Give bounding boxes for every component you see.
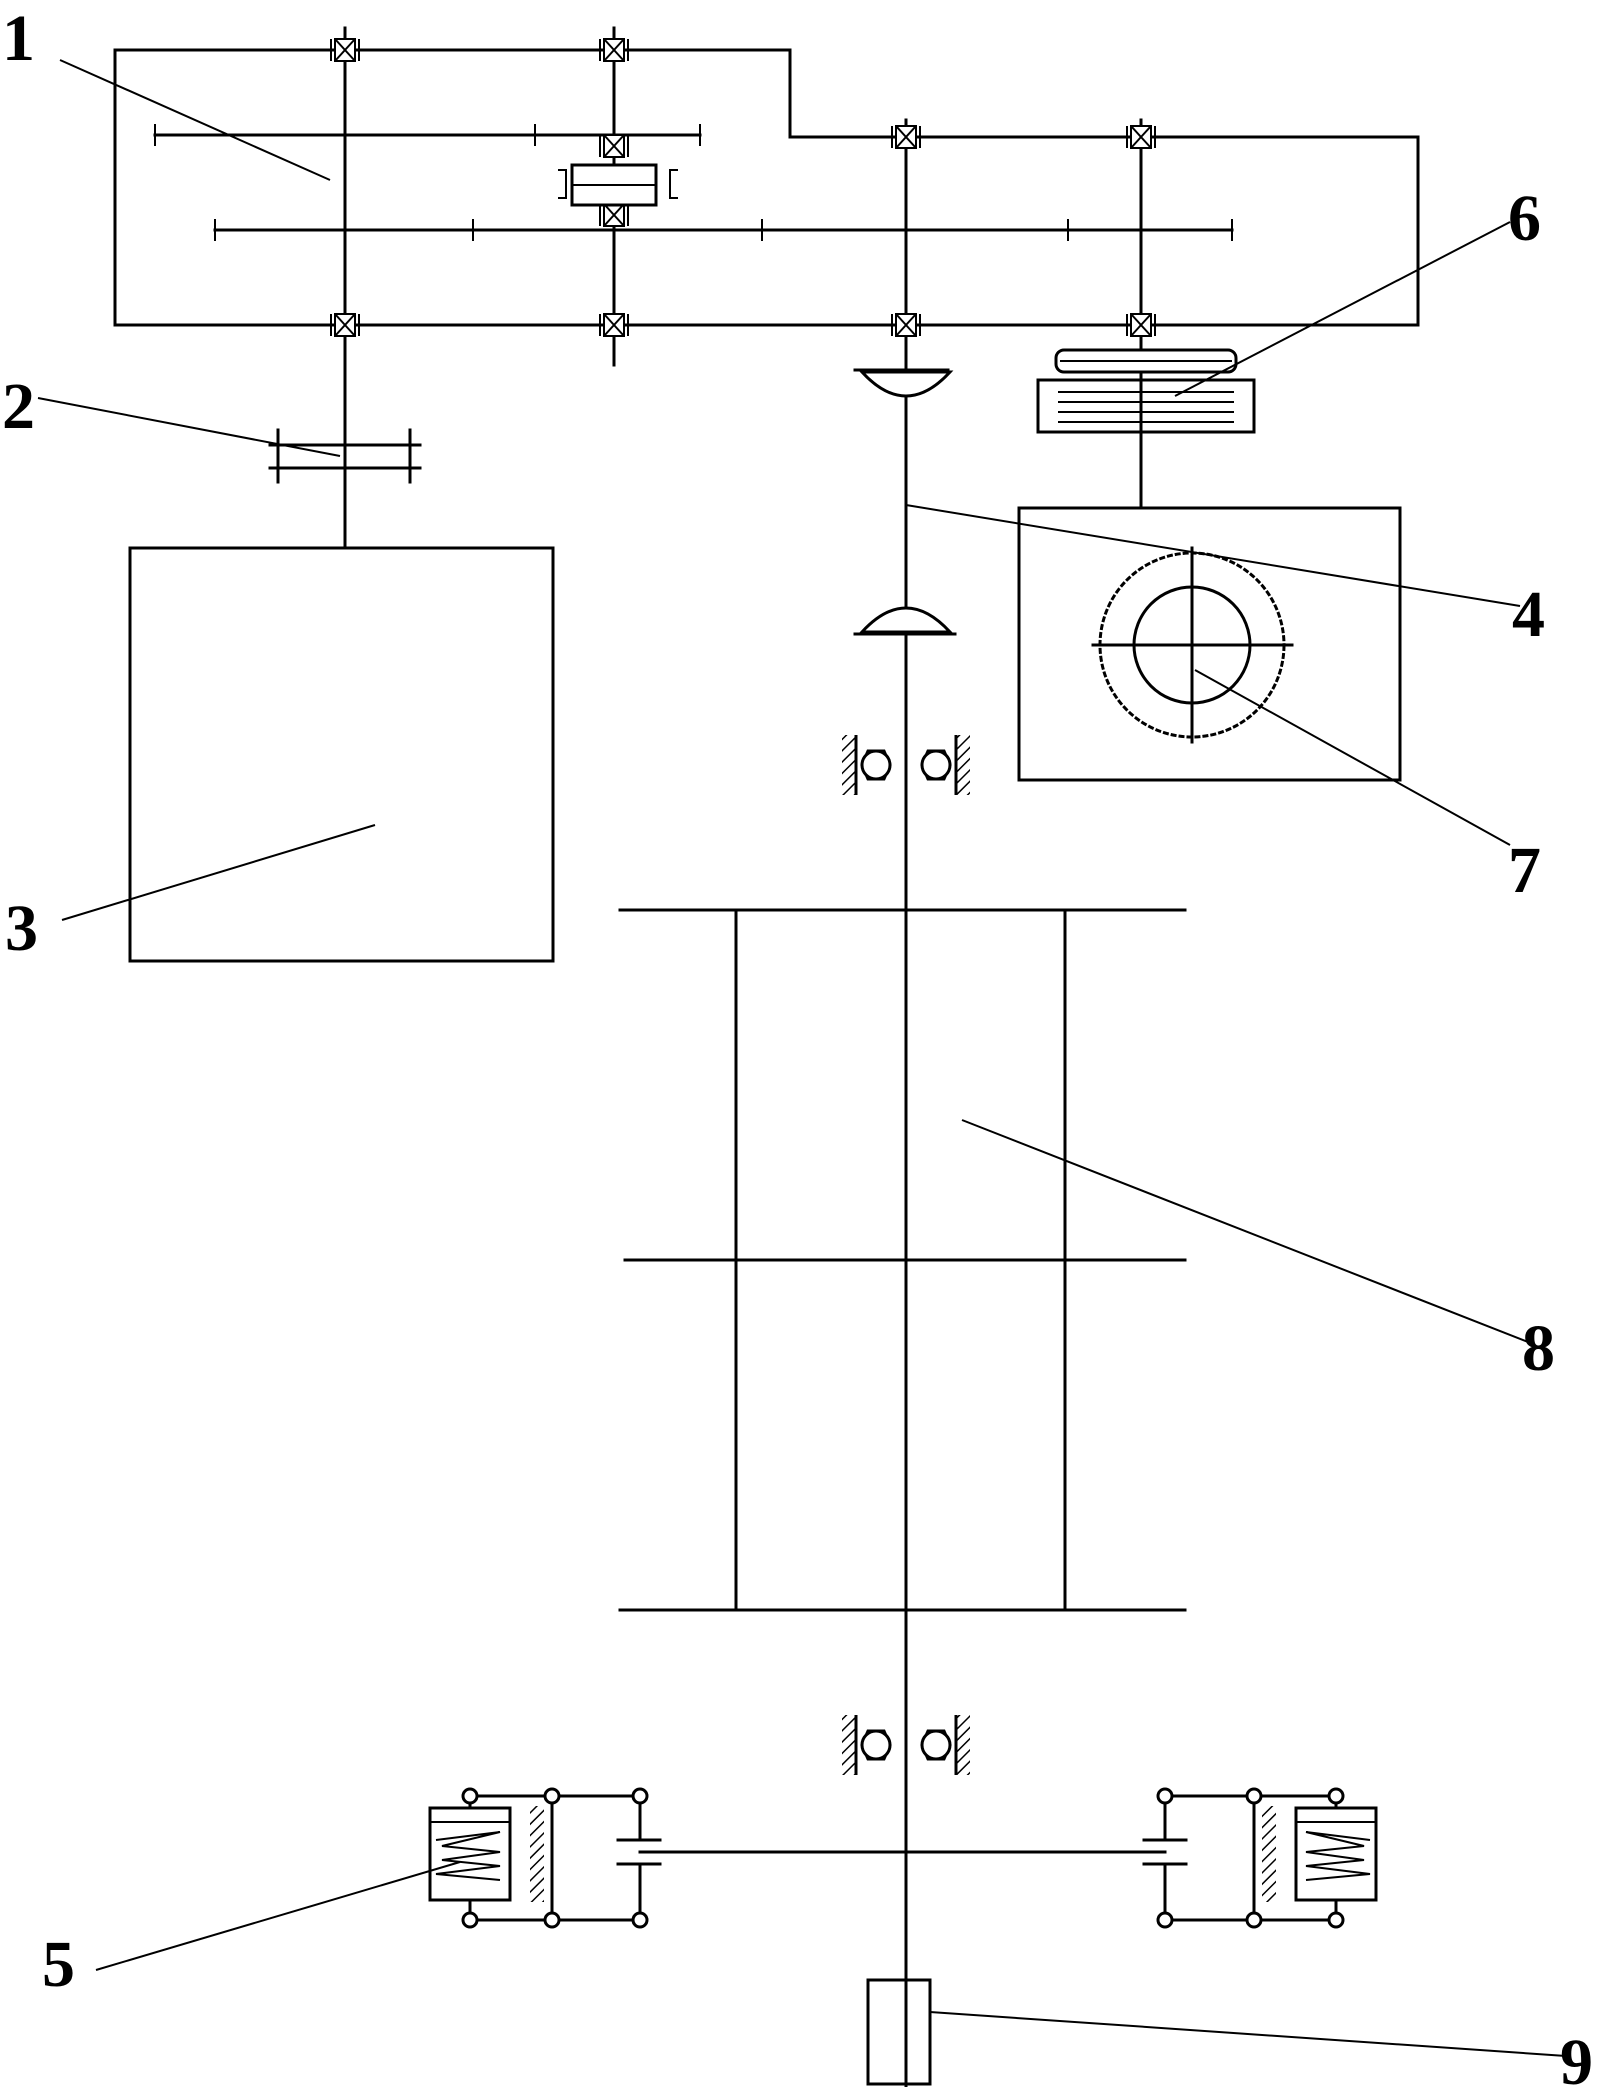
coupling — [268, 428, 422, 484]
label-4: 4 — [1512, 578, 1545, 651]
gearbox-housing — [113, 26, 1420, 2087]
drive-shaft-joints — [853, 368, 957, 636]
pump-unit — [1017, 506, 1402, 782]
label-9: 9 — [1560, 2026, 1593, 2087]
motor-box — [128, 546, 555, 963]
label-8: 8 — [1522, 1312, 1555, 1385]
damper-assembly — [428, 1787, 1378, 1929]
encoder-box — [866, 1978, 932, 2086]
label-7: 7 — [1508, 834, 1541, 907]
winch-drum — [618, 908, 1187, 1612]
leader-lines — [37, 59, 1567, 2057]
label-2: 2 — [2, 370, 35, 443]
brake-unit — [1036, 348, 1256, 434]
label-1: 1 — [2, 2, 35, 75]
label-6: 6 — [1508, 182, 1541, 255]
label-5: 5 — [42, 1928, 75, 2001]
label-3: 3 — [5, 892, 38, 965]
